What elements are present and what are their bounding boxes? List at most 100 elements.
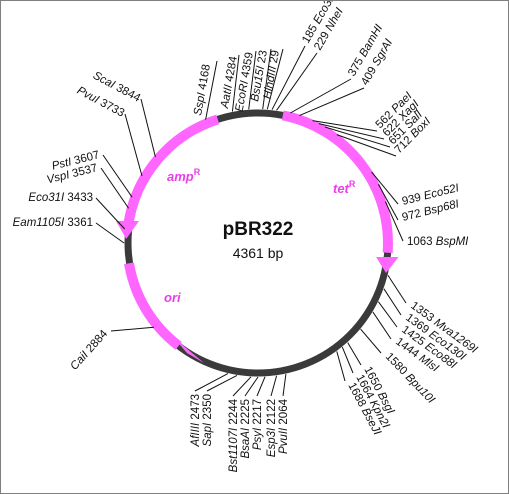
site-position: 4359 xyxy=(240,51,256,78)
site-leader-line xyxy=(383,288,402,316)
site-leader-line xyxy=(248,50,257,110)
site-label: PsyI 2217 xyxy=(252,399,264,450)
site-leader-line xyxy=(102,154,133,198)
site-enzyme-name: PsyI xyxy=(252,425,264,451)
site-leader-line xyxy=(244,376,259,397)
site-leader-line xyxy=(205,60,218,120)
site-leader-line xyxy=(336,351,346,382)
site-enzyme-name: Bpu10I xyxy=(403,371,438,406)
site-leader-line xyxy=(95,197,126,230)
site-enzyme-name: VspI xyxy=(46,168,74,186)
site-label: Eam1105I 3361 xyxy=(13,217,93,229)
site-leader-line xyxy=(232,376,252,397)
site-position: 2473 xyxy=(190,394,202,420)
site-leader-line xyxy=(341,346,354,374)
site-leader-line xyxy=(140,98,156,158)
site-enzyme-name: PstI xyxy=(51,155,76,172)
site-leader-line xyxy=(384,201,404,242)
site-enzyme-name: AfIIII xyxy=(190,420,202,448)
site-position: 4284 xyxy=(224,55,240,83)
site-enzyme-name: Esp3I xyxy=(266,425,278,458)
site-leader-line xyxy=(95,222,125,244)
site-leader-line xyxy=(262,48,272,110)
tet-resistance-arc xyxy=(281,110,393,254)
site-label: SspI 4168 xyxy=(192,63,213,116)
site-leader-line xyxy=(336,134,397,157)
site-enzyme-name: Eam1105I xyxy=(13,217,68,229)
site-position: 972 xyxy=(401,207,426,224)
site-leader-line xyxy=(324,126,391,148)
site-leader-line xyxy=(271,45,306,110)
site-enzyme-name: BspMI xyxy=(436,236,469,248)
site-leader-line xyxy=(371,171,399,205)
site-position: 23 xyxy=(256,49,270,64)
site-label: AfIIII 2473 xyxy=(190,394,202,447)
site-enzyme-name: Eco31I xyxy=(28,192,67,204)
site-enzyme-name: EcoRI xyxy=(234,77,252,113)
site-leader-line xyxy=(360,328,382,354)
site-leader-line xyxy=(231,54,240,112)
site-position: 2064 xyxy=(278,398,290,424)
site-position: 2244 xyxy=(228,398,240,424)
feature-label-ori: ori xyxy=(164,290,181,305)
site-position: 2350 xyxy=(202,394,214,420)
site-position: 939 xyxy=(401,191,426,208)
site-leader-line xyxy=(387,275,407,304)
tet-arrowhead xyxy=(376,257,399,273)
site-label: Bst1107I 2244 xyxy=(228,398,240,472)
amp-resistance-arc xyxy=(123,114,220,227)
site-leader-line xyxy=(124,113,143,177)
site-leader-line xyxy=(276,52,318,111)
site-label: Esp3I 2122 xyxy=(266,399,278,457)
site-enzyme-name: SspI xyxy=(192,89,208,117)
site-position: 4168 xyxy=(197,63,213,90)
site-leader-line xyxy=(290,78,352,114)
ori-arrowhead xyxy=(173,337,204,363)
ori-arc xyxy=(124,262,182,350)
site-leader-line xyxy=(266,48,284,110)
site-position: 3733 xyxy=(98,97,126,120)
site-leader-line xyxy=(347,342,362,366)
site-position: 2122 xyxy=(266,399,278,425)
site-position: 3433 xyxy=(67,192,93,204)
site-label: EcoRI 4359 xyxy=(234,51,256,112)
site-leader-line xyxy=(299,87,365,117)
feature-label-amp: ampR xyxy=(167,167,201,184)
site-leader-line xyxy=(318,123,385,140)
site-enzyme-name: Bst1107I xyxy=(228,425,240,473)
site-label: PvuII 2064 xyxy=(278,398,290,454)
site-label: CaiI 2884 xyxy=(68,328,110,373)
site-leader-line xyxy=(110,326,154,332)
site-leader-line xyxy=(100,167,130,209)
site-enzyme-name: PvuII xyxy=(278,425,290,454)
site-position: 2884 xyxy=(84,328,110,355)
site-leader-line xyxy=(256,376,266,397)
feature-label-tet: tetR xyxy=(333,179,356,196)
site-enzyme-name: BsaAI xyxy=(240,425,252,459)
site-leader-line xyxy=(377,184,399,221)
site-label: Eco31I 3433 xyxy=(28,192,93,204)
site-position: 29 xyxy=(268,49,282,64)
site-leader-line xyxy=(282,374,287,397)
site-position: 1063 xyxy=(407,236,436,248)
site-enzyme-name: SapI xyxy=(202,420,214,447)
site-leader-line xyxy=(206,374,238,392)
site-leader-line xyxy=(377,301,398,328)
site-position: 3844 xyxy=(114,82,143,105)
site-leader-line xyxy=(312,120,378,132)
site-label: SapI 2350 xyxy=(202,394,214,446)
site-label: AatII 4284 xyxy=(219,55,240,110)
site-leader-line xyxy=(270,375,278,397)
site-leader-line xyxy=(372,311,392,340)
site-label: 1063 BspMI xyxy=(407,236,469,248)
plasmid-name: pBR322 xyxy=(223,219,294,240)
site-enzyme-name: AatII xyxy=(219,81,236,111)
site-label: BsaAI 2225 xyxy=(240,399,252,458)
site-position: 2225 xyxy=(240,399,252,425)
site-position: 2217 xyxy=(252,399,264,425)
site-leader-line xyxy=(194,373,229,392)
plasmid-size: 4361 bp xyxy=(233,245,284,261)
site-position: 3361 xyxy=(67,217,93,229)
